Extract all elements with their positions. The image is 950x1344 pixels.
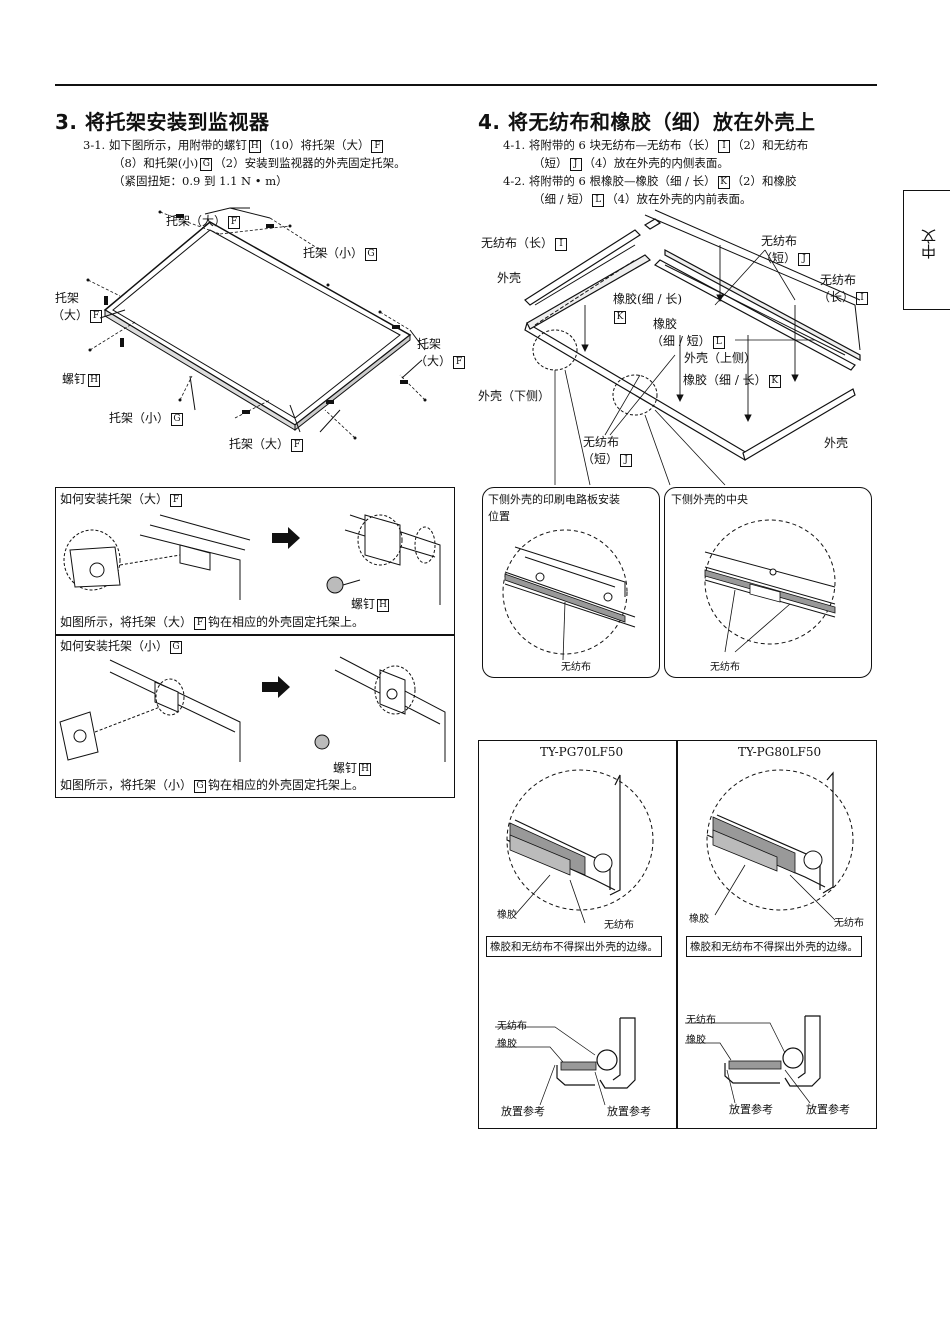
- language-tab-label: 中文: [920, 229, 938, 259]
- model-left-placement-b: 放置参考: [607, 1105, 651, 1118]
- label-bracket-small-bottom: 托架（小）G: [109, 410, 185, 426]
- detail-center-title: 下侧外壳的中央: [671, 493, 748, 506]
- how-to-divider: [55, 634, 455, 636]
- section-4-title: 4. 将无纺布和橡胶（细）放在外壳上: [478, 110, 816, 134]
- model-right-cloth-label: 无纺布: [834, 918, 864, 929]
- casing-illustration: [524, 209, 861, 486]
- label-cloth-short-bottom-1: 无纺布: [583, 435, 620, 449]
- section-4-step-2: 4-2. 将附带的 6 根橡胶—橡胶（细 / 长）K（2）和橡胶: [503, 174, 797, 189]
- top-rule: [55, 84, 877, 86]
- key-f: F: [371, 140, 384, 153]
- label-cloth-short-top-1: 无纺布: [761, 234, 798, 248]
- model-right-cross-section-zoom: [706, 769, 854, 921]
- model-left-title: TY-PG70LF50: [540, 745, 624, 759]
- model-left-cloth-label: 无纺布: [604, 920, 634, 931]
- section-3-step-1-line-2: （8）和托架(小)G（2）安装到监视器的外壳固定托架。: [113, 156, 406, 171]
- how-to-panel: [55, 487, 455, 798]
- label-cloth-short-bottom-2: （短）J: [582, 451, 634, 467]
- detail-pcb-cloth-label: 无纺布: [561, 662, 591, 673]
- detail-center-box: [664, 487, 872, 678]
- label-rubber-short-2: （细 / 短）L: [651, 333, 727, 349]
- monitor-bracket-illustration: [86, 207, 427, 440]
- detail-center-illustration: [704, 519, 836, 653]
- model-left-placement-a: 放置参考: [501, 1105, 545, 1118]
- model-comparison-panel: [478, 740, 877, 1129]
- model-right-rubber-label: 橡胶: [689, 914, 709, 925]
- detail-pcb-title-2: 位置: [488, 510, 510, 523]
- model-right-title: TY-PG80LF50: [738, 745, 822, 759]
- label-bracket-large-right-1: 托架: [417, 337, 442, 351]
- section-4-step-1-line-2: （短）J（4）放在外壳的内侧表面。: [533, 156, 729, 171]
- label-casing-top: 外壳（上侧）: [684, 351, 757, 365]
- label-casing-bottom: 外壳（下侧）: [478, 389, 551, 403]
- label-rubber-long: 橡胶(细 / 长): [613, 292, 683, 306]
- label-bracket-large-top: 托架（大）F: [166, 213, 242, 229]
- box1-title: 如何安装托架（大）F: [60, 491, 184, 507]
- model-right-profile-cloth: 无纺布: [686, 1015, 716, 1026]
- label-bracket-large-left-2: （大）F: [52, 307, 104, 323]
- bracket-small-steps-illustration: [59, 656, 446, 762]
- model-right-profile-rubber: 橡胶: [686, 1035, 706, 1046]
- label-rubber-long-key: K: [612, 308, 628, 324]
- detail-pcb-box: [482, 487, 660, 678]
- label-cloth-short-top-2: （短）J: [760, 250, 812, 266]
- model-right-placement-a: 放置参考: [729, 1103, 773, 1116]
- label-bracket-large-left-1: 托架: [55, 291, 80, 305]
- section-4-step-2-line-2: （细 / 短）L（4）放在外壳的内前表面。: [533, 192, 752, 207]
- model-left-warning: 橡胶和无纺布不得探出外壳的边缘。: [486, 936, 662, 957]
- model-left-profile-rubber: 橡胶: [497, 1039, 517, 1050]
- torque-note: （紧固扭矩：0.9 到 1.1 N • m）: [113, 174, 288, 188]
- key-h: H: [248, 140, 261, 153]
- model-right-warning: 橡胶和无纺布不得探出外壳的边缘。: [686, 936, 862, 957]
- model-divider: [676, 740, 678, 1129]
- model-right-placement-profile: [685, 1015, 821, 1104]
- label-bracket-small-top: 托架（小）G: [303, 245, 379, 261]
- model-left-rubber-label: 橡胶: [497, 910, 517, 921]
- model-left-profile-cloth: 无纺布: [497, 1021, 527, 1032]
- label-rubber-short-1: 橡胶: [653, 317, 678, 331]
- label-bracket-large-bottom: 托架（大）F: [229, 436, 305, 452]
- box2-title: 如何安装托架（小）G: [60, 638, 184, 654]
- label-casing-right: 外壳: [824, 436, 849, 450]
- bracket-large-steps-illustration: [63, 514, 441, 605]
- detail-center-cloth-label: 无纺布: [710, 662, 740, 673]
- section-4-step-1: 4-1. 将附带的 6 块无纺布—无纺布（长）I（2）和无纺布: [503, 138, 809, 153]
- model-right-placement-b: 放置参考: [806, 1103, 850, 1116]
- label-cloth-long-right-2: （长）I: [818, 289, 870, 305]
- section-3-title: 3. 将托架安装到监视器: [55, 110, 270, 134]
- detail-pcb-illustration: [502, 529, 636, 661]
- label-cloth-long: 无纺布（长）I: [481, 235, 569, 251]
- model-left-cross-section-zoom: [506, 769, 654, 924]
- label-bracket-large-right-2: （大）F: [415, 353, 467, 369]
- label-cloth-long-right-1: 无纺布: [820, 273, 857, 287]
- model-left-placement-profile: [495, 1017, 636, 1106]
- language-tab: 中文: [903, 190, 950, 310]
- detail-pcb-title-1: 下侧外壳的印刷电路板安装: [488, 493, 620, 506]
- label-casing-left: 外壳: [497, 271, 522, 285]
- label-rubber-thin-long: 橡胶（细 / 长）K: [683, 372, 783, 388]
